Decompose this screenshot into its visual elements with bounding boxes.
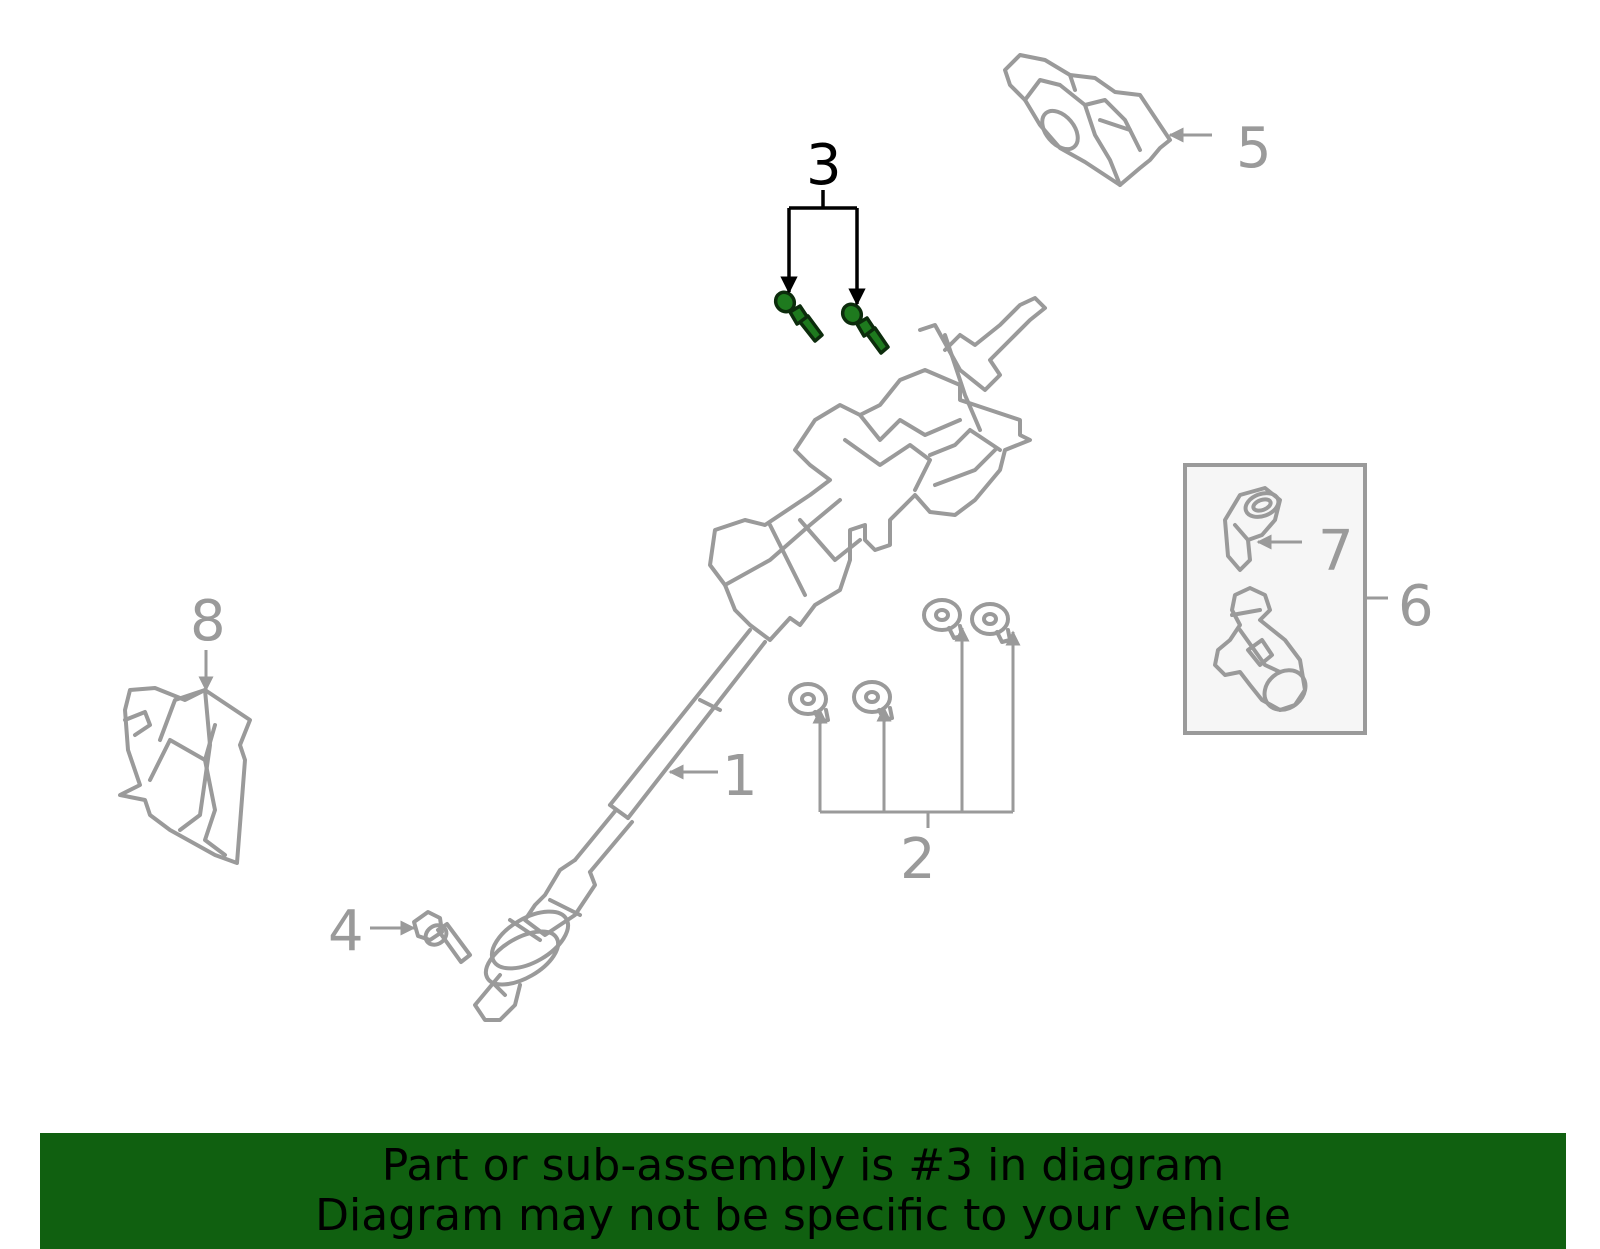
callout-3: 3 bbox=[806, 133, 842, 198]
bracket-8[interactable] bbox=[118, 686, 252, 865]
callout-7: 7 bbox=[1318, 519, 1354, 584]
switch-6[interactable] bbox=[1213, 586, 1313, 718]
bracket-5[interactable] bbox=[1003, 53, 1172, 187]
callout-1: 1 bbox=[722, 744, 758, 809]
callout-8: 8 bbox=[190, 589, 226, 654]
highlighted-bolts[interactable] bbox=[772, 289, 890, 355]
callout-4: 4 bbox=[328, 899, 364, 964]
clip-2 bbox=[852, 680, 894, 722]
callout-2: 2 bbox=[900, 827, 936, 892]
banner-line-2: Diagram may not be specific to your vehi… bbox=[315, 1190, 1291, 1241]
clip-4 bbox=[970, 602, 1012, 644]
steering-column[interactable] bbox=[473, 296, 1047, 1022]
info-banner: Part or sub-assembly is #3 in diagram Di… bbox=[40, 1133, 1566, 1249]
callout-6: 6 bbox=[1398, 574, 1434, 639]
leader-lines bbox=[198, 127, 1388, 936]
bolt-3b bbox=[840, 302, 890, 355]
clip-3 bbox=[922, 598, 964, 640]
callout-5: 5 bbox=[1236, 116, 1272, 181]
clip-group[interactable] bbox=[788, 598, 1012, 724]
bolt-4[interactable] bbox=[412, 910, 472, 964]
kit-6[interactable] bbox=[1183, 463, 1367, 735]
clip-1 bbox=[788, 682, 830, 724]
banner-line-1: Part or sub-assembly is #3 in diagram bbox=[381, 1140, 1225, 1191]
bolt-3a bbox=[773, 290, 824, 343]
